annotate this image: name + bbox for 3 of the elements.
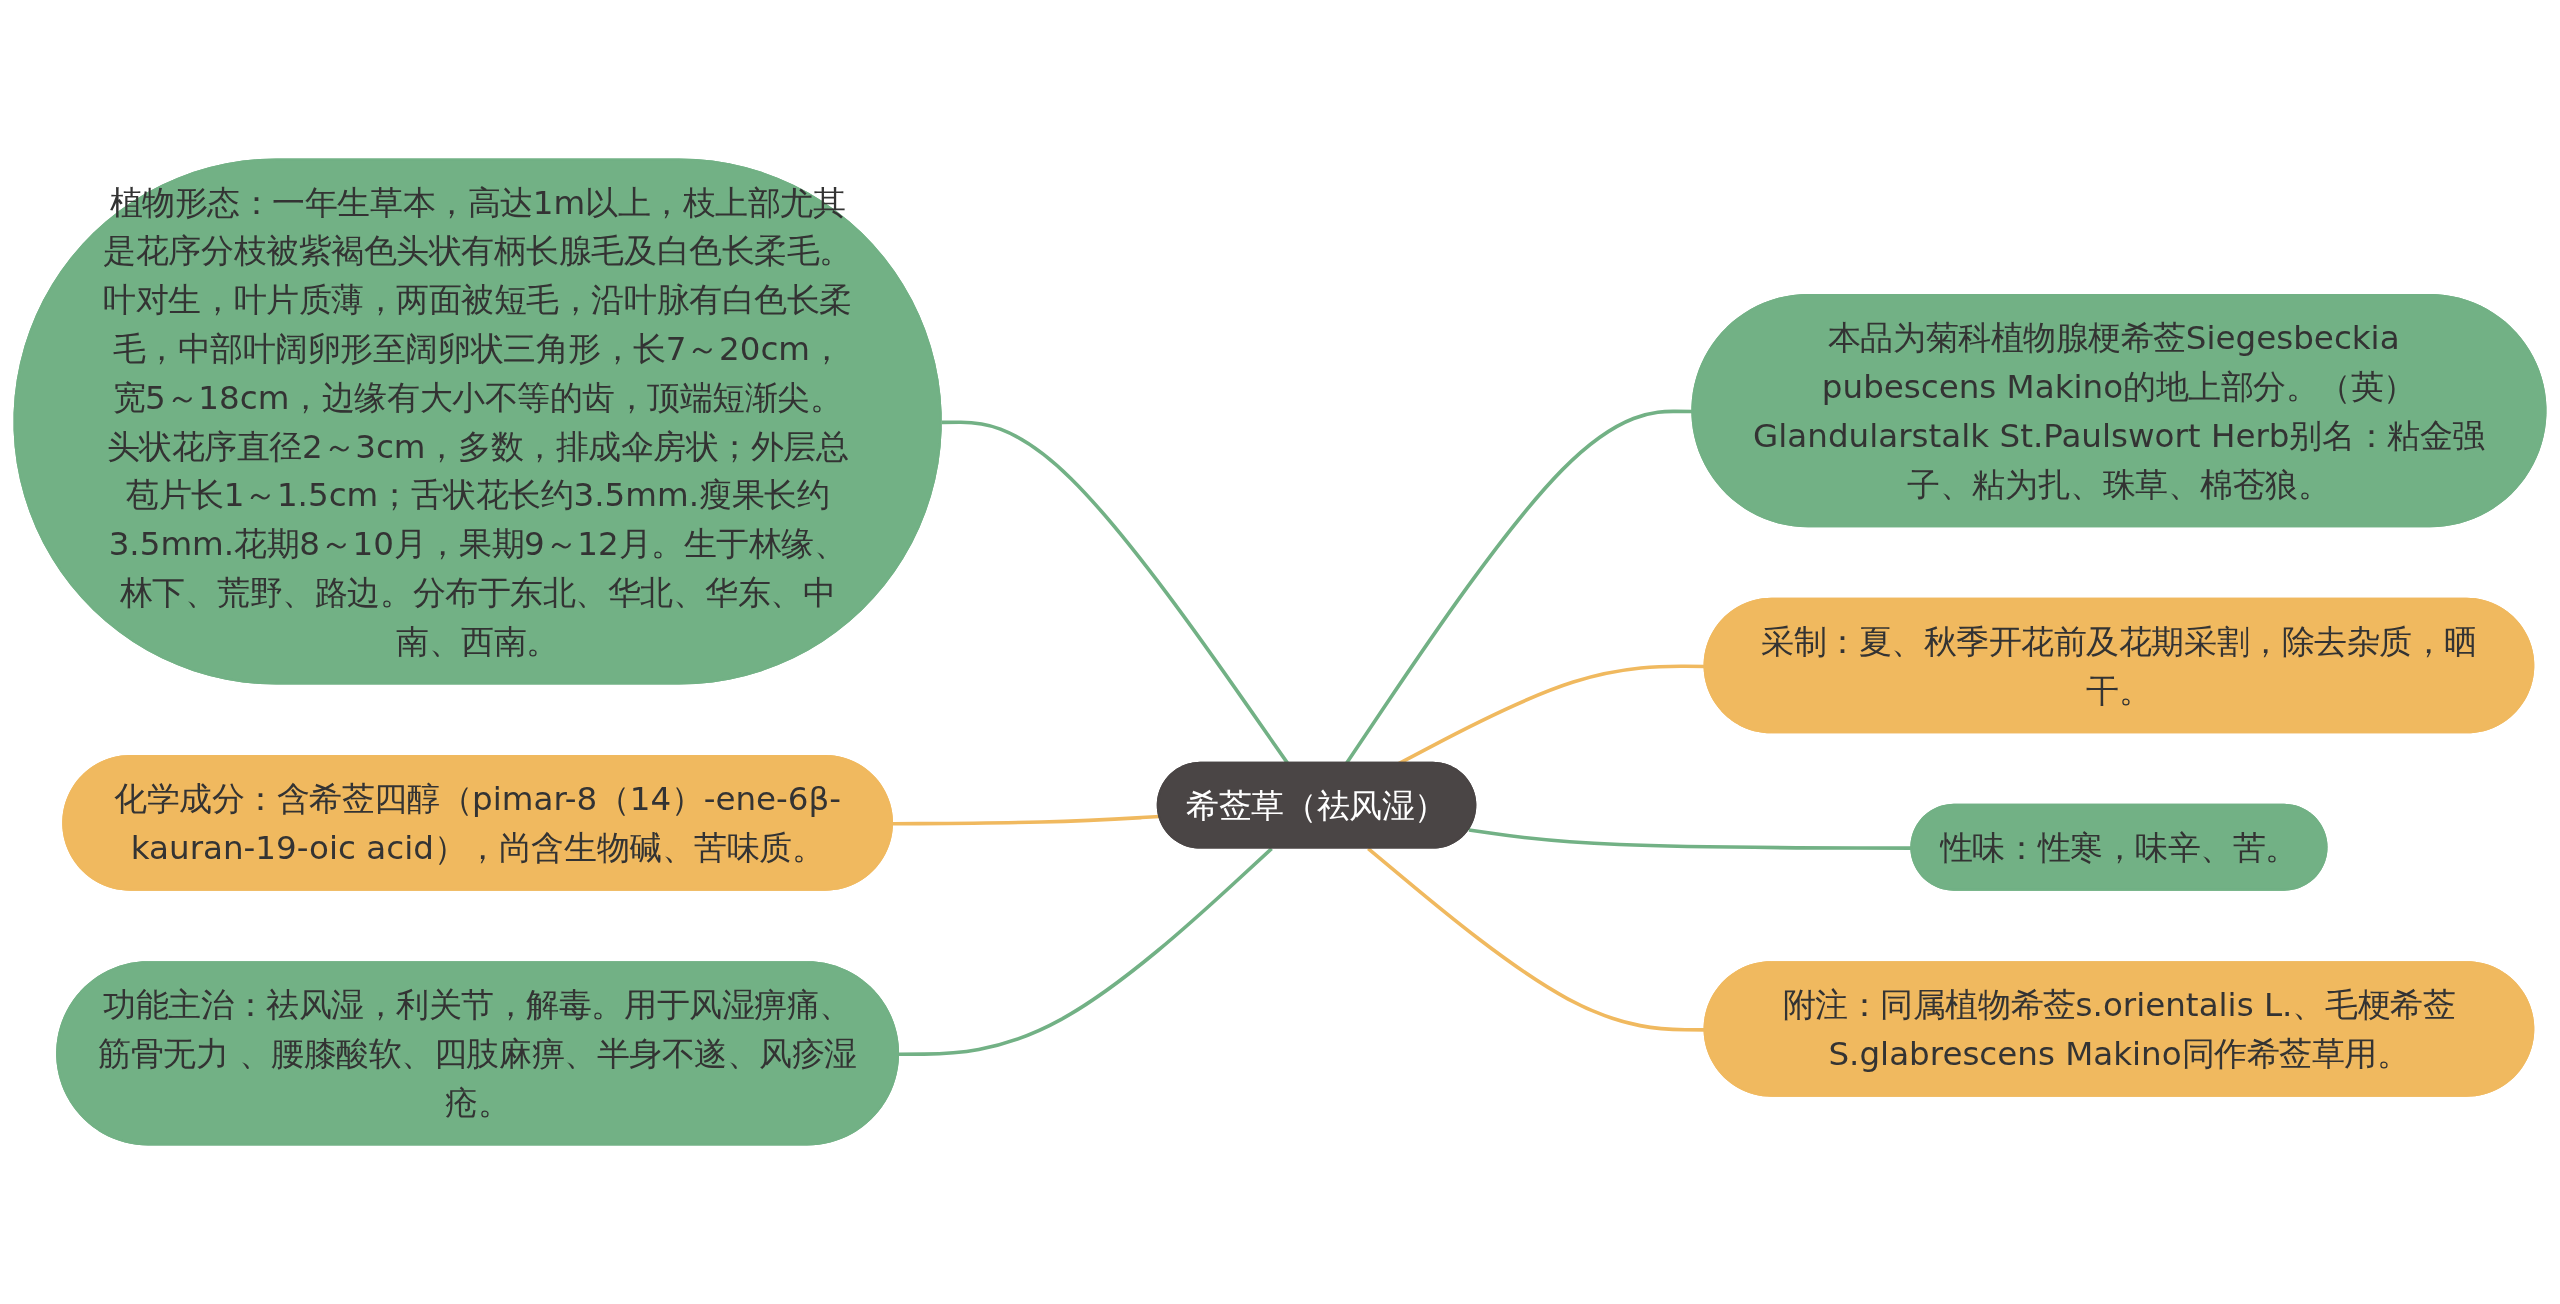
connector xyxy=(1367,847,1706,1032)
connector xyxy=(892,814,1160,826)
connector xyxy=(899,847,1273,1057)
